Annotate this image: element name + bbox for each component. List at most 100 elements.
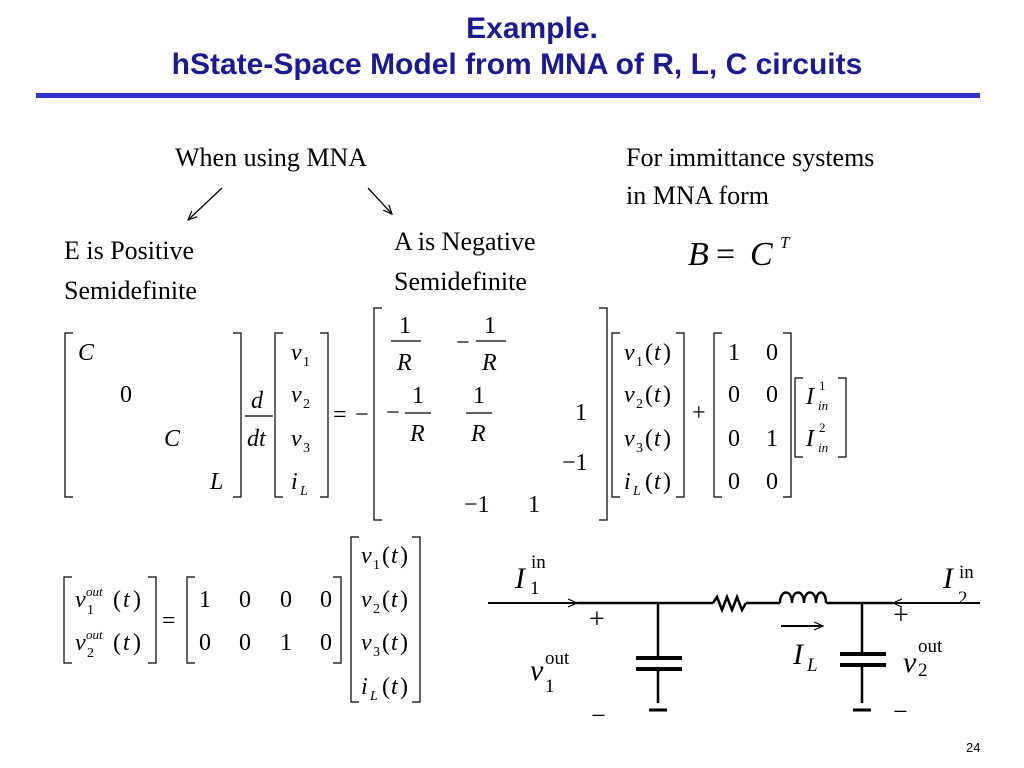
svg-text:2: 2 (373, 602, 380, 617)
svg-text:t: t (123, 630, 131, 656)
svg-text:−: − (355, 402, 369, 428)
arrows (188, 187, 392, 220)
svg-text:): ) (400, 674, 408, 700)
svg-text:−: − (456, 330, 470, 356)
svg-text:L: L (299, 484, 308, 499)
state-equation (64, 307, 847, 521)
svg-text:−1: −1 (562, 450, 588, 476)
svg-text:v: v (361, 543, 372, 569)
svg-text:v: v (530, 654, 544, 687)
svg-text:=: = (162, 608, 176, 634)
svg-text:out: out (918, 636, 943, 657)
svg-text:1: 1 (545, 676, 555, 697)
a-semidefinite-line1: A is Negative (394, 227, 536, 256)
svg-text:dt: dt (247, 426, 267, 452)
svg-text:0: 0 (728, 382, 740, 408)
svg-text:v: v (291, 426, 302, 452)
slide-title-line1: Example. (466, 12, 598, 45)
svg-text:(: ( (382, 674, 390, 700)
svg-text:0: 0 (766, 340, 778, 366)
svg-text:): ) (400, 630, 408, 656)
svg-text:v: v (361, 630, 372, 656)
svg-text:(: ( (382, 630, 390, 656)
svg-text:I: I (942, 562, 955, 595)
svg-text:i: i (291, 469, 298, 495)
svg-text:0: 0 (728, 426, 740, 452)
svg-text:3: 3 (373, 645, 380, 660)
svg-text:2: 2 (87, 646, 94, 661)
svg-text:t: t (123, 587, 131, 613)
svg-text:t: t (391, 630, 399, 656)
svg-text:I: I (805, 426, 815, 452)
svg-text:1: 1 (399, 313, 411, 339)
svg-text:t: t (391, 674, 399, 700)
page-number: 24 (966, 740, 981, 755)
svg-text:): ) (663, 382, 671, 408)
svg-text:B: B (688, 236, 709, 273)
inductor-icon (778, 591, 828, 604)
svg-text:−1: −1 (464, 492, 490, 518)
svg-text:i: i (361, 674, 368, 700)
svg-text:L: L (806, 655, 818, 676)
svg-text:−: − (386, 400, 400, 426)
svg-text:2: 2 (303, 397, 310, 412)
svg-text:): ) (400, 587, 408, 613)
svg-text:−: − (591, 701, 606, 730)
svg-text:0: 0 (320, 587, 332, 613)
svg-text:): ) (663, 426, 671, 452)
svg-text:out: out (545, 648, 570, 669)
svg-text:R: R (396, 350, 412, 376)
svg-text:C: C (164, 426, 181, 452)
svg-text:3: 3 (303, 441, 310, 456)
svg-text:in: in (818, 398, 828, 413)
svg-text:v: v (75, 630, 86, 656)
svg-text:+: + (589, 604, 605, 635)
svg-text:(: ( (645, 469, 653, 495)
svg-text:R: R (409, 421, 425, 447)
svg-text:I: I (514, 562, 527, 595)
svg-text:2: 2 (636, 397, 643, 412)
svg-text:R: R (481, 350, 497, 376)
svg-text:1: 1 (819, 378, 826, 393)
svg-text:+: + (692, 400, 706, 426)
svg-text:(: ( (113, 630, 121, 656)
svg-text:1: 1 (484, 313, 496, 339)
svg-text:1: 1 (303, 355, 310, 370)
svg-text:=: = (716, 236, 735, 273)
svg-text:v: v (361, 587, 372, 613)
svg-text:0: 0 (120, 382, 132, 408)
svg-text:2: 2 (819, 420, 826, 435)
svg-text:(: ( (645, 340, 653, 366)
svg-text:(: ( (645, 382, 653, 408)
svg-text:0: 0 (728, 469, 740, 495)
svg-text:0: 0 (766, 382, 778, 408)
svg-text:1: 1 (199, 587, 211, 613)
svg-text:v: v (903, 646, 917, 679)
svg-text:v: v (291, 340, 302, 366)
svg-text:t: t (391, 543, 399, 569)
svg-text:1: 1 (87, 603, 94, 618)
svg-text:L: L (632, 484, 641, 499)
svg-text:1: 1 (280, 630, 292, 656)
svg-text:0: 0 (239, 630, 251, 656)
svg-text:1: 1 (373, 558, 380, 573)
svg-text:1: 1 (766, 426, 778, 452)
svg-text:in: in (818, 440, 828, 455)
svg-text:I: I (805, 384, 815, 410)
svg-text:v: v (75, 587, 86, 613)
svg-text:0: 0 (320, 630, 332, 656)
svg-text:T: T (780, 233, 791, 252)
svg-text:v: v (291, 382, 302, 408)
svg-text:out: out (86, 627, 103, 642)
svg-text:v: v (624, 426, 635, 452)
svg-text:t: t (654, 426, 662, 452)
svg-text:out: out (86, 584, 103, 599)
svg-text:1: 1 (528, 492, 540, 518)
svg-text:t: t (654, 340, 662, 366)
immittance-line2: in MNA form (626, 181, 769, 210)
svg-text:d: d (251, 388, 264, 414)
svg-text:=: = (333, 402, 347, 428)
svg-text:in: in (959, 562, 974, 583)
e-semidefinite-line1: E is Positive (64, 236, 195, 265)
